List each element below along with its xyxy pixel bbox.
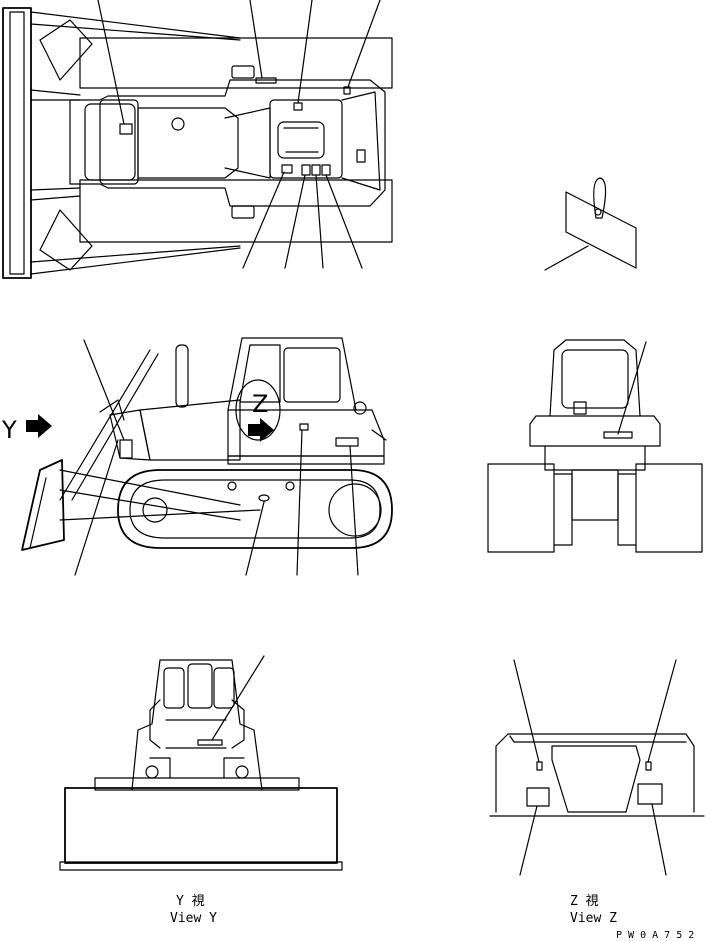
leader-line — [245, 501, 265, 576]
label-mark — [197, 739, 223, 746]
blade-side — [21, 459, 65, 551]
leader-line — [74, 439, 119, 576]
left-track-rear — [487, 463, 555, 553]
label-mark — [536, 761, 543, 771]
label-mark — [293, 102, 303, 111]
leader-line — [211, 655, 265, 741]
label-mark — [119, 123, 133, 135]
rear-view — [487, 339, 703, 553]
leader-line — [347, 0, 381, 88]
right-track-rear — [635, 463, 703, 553]
leader-line — [651, 803, 667, 876]
cab-side — [227, 337, 357, 411]
leader-line — [296, 429, 303, 576]
view-y-caption: View Y — [170, 911, 217, 926]
leader-line — [647, 659, 677, 763]
side-view: Y Z — [1, 337, 393, 576]
body-plan — [69, 79, 386, 207]
view-y: Y 視 View Y — [59, 655, 343, 926]
label-mark — [119, 439, 133, 459]
label-mark — [335, 437, 359, 447]
track-side — [117, 469, 393, 549]
top-view — [2, 0, 393, 279]
leader-line — [349, 445, 359, 576]
label-mark — [255, 77, 277, 84]
leader-line — [242, 171, 285, 269]
label-mark — [301, 164, 311, 176]
leader-line — [249, 0, 263, 79]
arrow-right-icon — [248, 418, 274, 442]
label-mark — [343, 86, 351, 95]
z-marker-label: Z — [252, 390, 268, 418]
view-y-title: Y 視 — [176, 894, 205, 909]
label-mark — [321, 164, 331, 176]
tag-detail — [544, 177, 637, 271]
cab-plan — [269, 99, 343, 179]
view-z: Z 視 View Z — [489, 659, 705, 926]
leader-line — [513, 659, 540, 763]
label-mark — [526, 787, 550, 807]
blade-plan — [2, 7, 32, 279]
leader-line — [325, 174, 363, 269]
left-track — [79, 37, 393, 89]
view-z-title: Z 視 — [570, 894, 599, 909]
leader-line — [519, 805, 538, 876]
leader-line — [617, 341, 647, 435]
label-mark — [637, 783, 663, 805]
right-track — [79, 179, 393, 243]
view-z-caption: View Z — [570, 911, 617, 926]
blade-front — [64, 787, 338, 864]
label-mark — [311, 164, 321, 176]
drawing-code: P W 0 A 7 5 2 — [616, 930, 694, 941]
leader-line — [544, 245, 589, 271]
leader-line — [83, 339, 125, 441]
arrow-right-icon — [26, 414, 52, 438]
label-mark — [299, 423, 309, 431]
label-mark — [645, 761, 652, 771]
leader-line — [284, 174, 306, 269]
leader-line — [297, 0, 313, 104]
label-mark — [258, 494, 270, 502]
leader-line — [97, 0, 125, 125]
cab-rear — [549, 339, 641, 417]
label-mark — [281, 164, 293, 174]
leader-line — [315, 174, 324, 269]
y-marker-label: Y — [1, 416, 17, 444]
